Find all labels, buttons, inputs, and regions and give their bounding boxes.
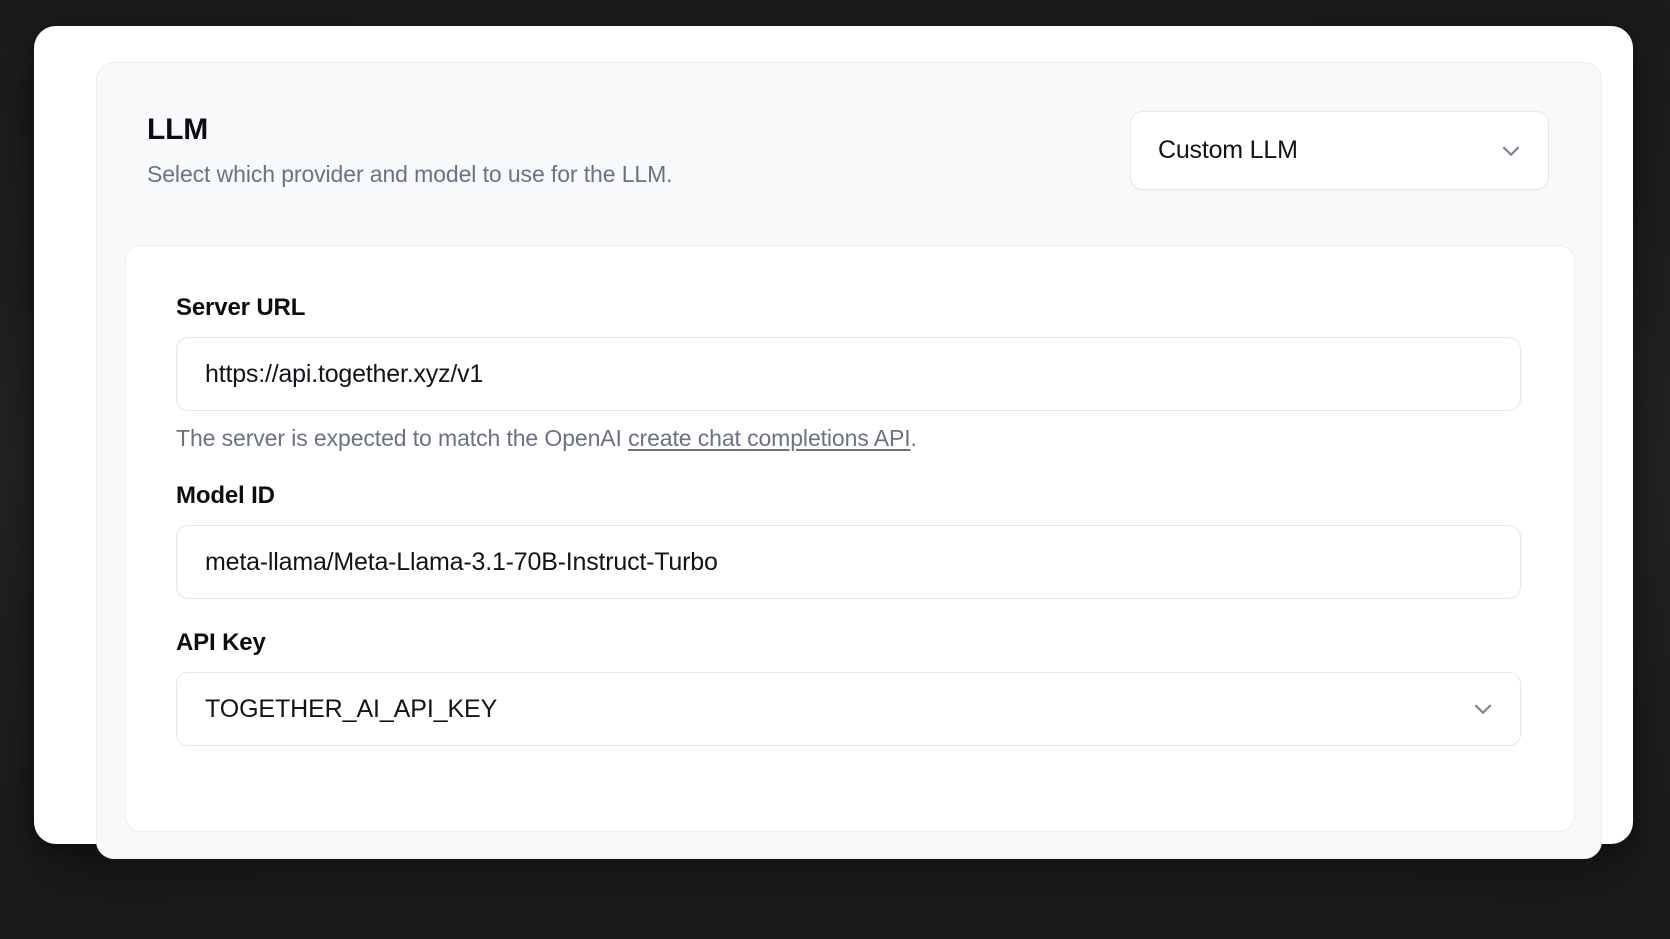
model-id-label: Model ID <box>176 482 275 509</box>
server-url-hint: The server is expected to match the Open… <box>176 425 1524 452</box>
create-chat-completions-api-link[interactable]: create chat completions API <box>628 425 911 451</box>
api-key-select[interactable]: TOGETHER_AI_API_KEY <box>176 672 1521 746</box>
model-id-input[interactable] <box>176 525 1521 599</box>
llm-provider-selected-value: Custom LLM <box>1158 136 1298 164</box>
api-key-selected-value: TOGETHER_AI_API_KEY <box>205 694 498 723</box>
api-key-field-group: API Key TOGETHER_AI_API_KEY <box>176 629 1524 746</box>
server-url-hint-suffix: . <box>910 425 917 451</box>
page-subtitle: Select which provider and model to use f… <box>147 160 673 187</box>
server-url-label: Server URL <box>176 294 306 321</box>
page-title: LLM <box>147 113 209 146</box>
model-id-field-group: Model ID <box>176 482 1524 599</box>
llm-panel-header: LLM Select which provider and model to u… <box>97 63 1601 190</box>
llm-settings-panel: LLM Select which provider and model to u… <box>96 62 1602 859</box>
api-key-label: API Key <box>176 629 266 656</box>
server-url-field-group: Server URL The server is expected to mat… <box>176 294 1524 452</box>
server-url-input[interactable] <box>176 337 1521 411</box>
chevron-down-icon <box>1502 146 1520 156</box>
llm-provider-select[interactable]: Custom LLM <box>1130 111 1549 190</box>
custom-llm-config-card: Server URL The server is expected to mat… <box>125 245 1575 832</box>
settings-window: LLM Select which provider and model to u… <box>34 26 1633 859</box>
chevron-down-icon <box>1474 704 1492 714</box>
llm-header-text: LLM Select which provider and model to u… <box>147 111 673 188</box>
server-url-hint-prefix: The server is expected to match the Open… <box>176 425 629 451</box>
